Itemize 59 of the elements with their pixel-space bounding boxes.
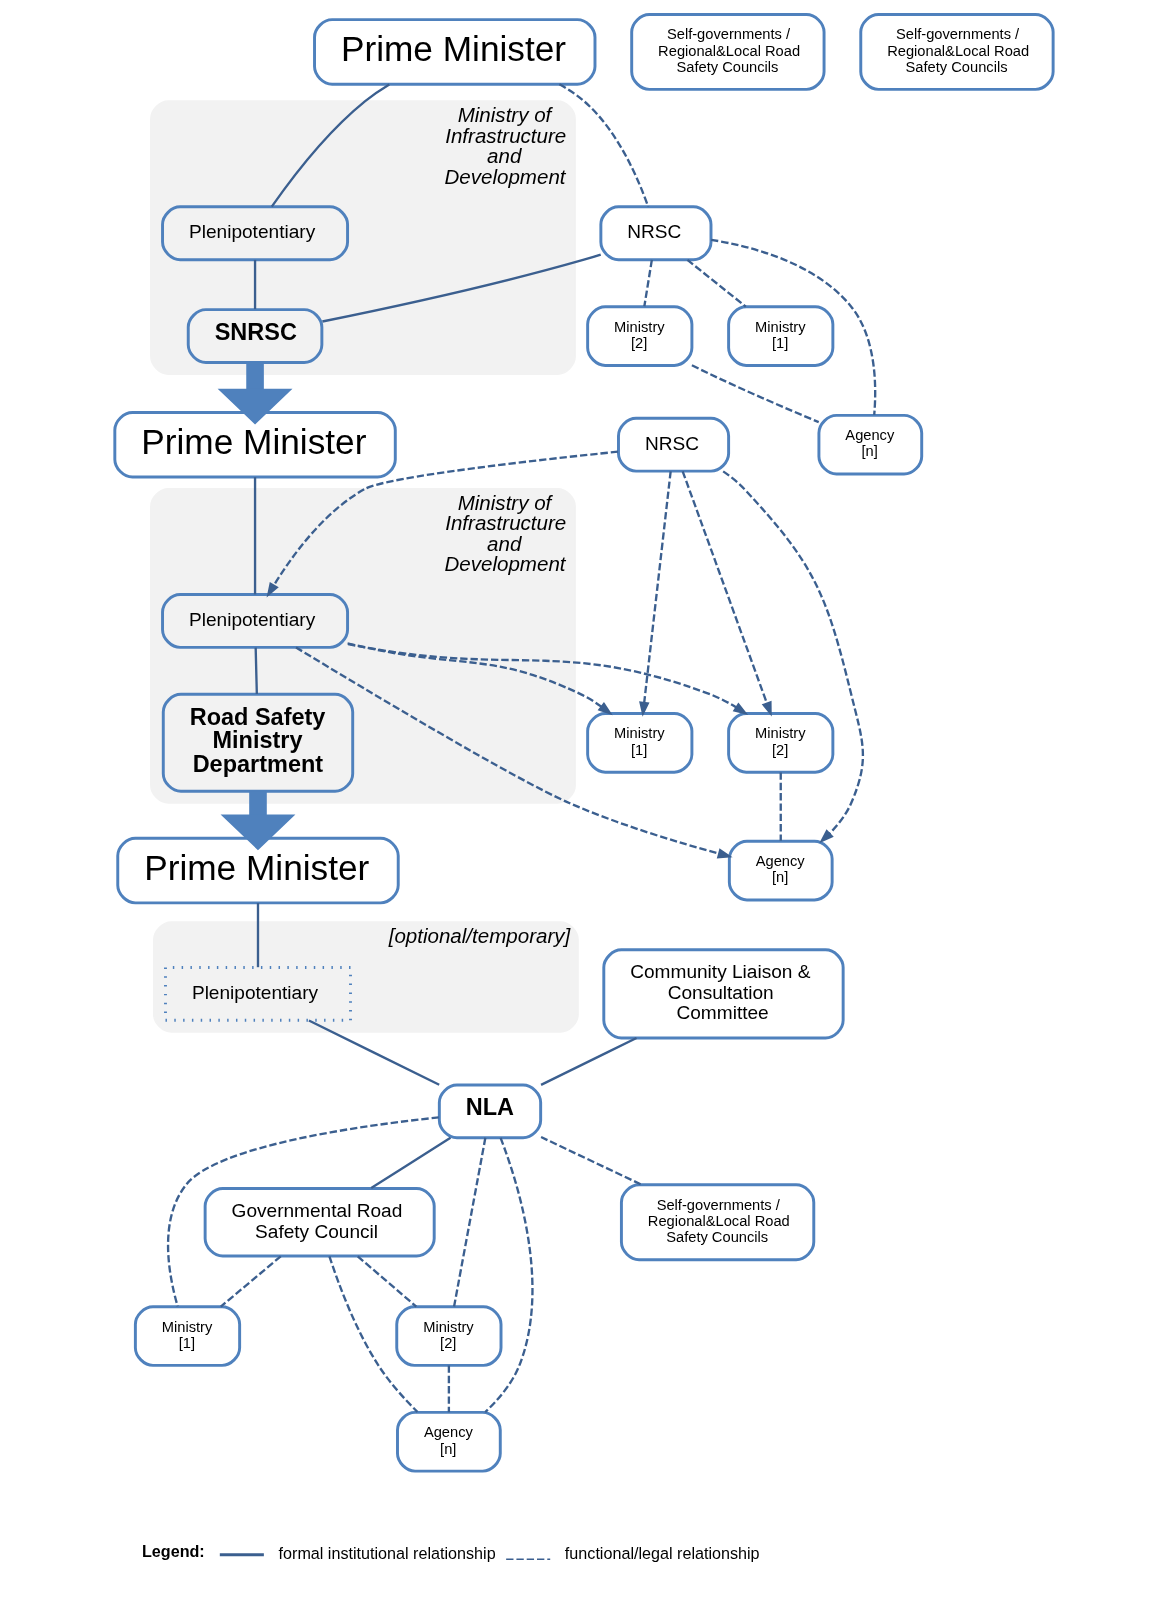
node-box: Self-governments / Regional&Local Road Safety Councils bbox=[858, 13, 1055, 91]
node-box: Road Safety Ministry Department bbox=[161, 692, 354, 793]
arrow bbox=[346, 642, 613, 716]
connector bbox=[270, 83, 390, 208]
node-box: Plenipotentiary bbox=[160, 593, 349, 649]
connector bbox=[483, 1137, 533, 1413]
connector bbox=[253, 259, 256, 310]
arrow bbox=[347, 642, 748, 715]
node-box: NLA bbox=[437, 1083, 542, 1140]
arrow bbox=[722, 470, 864, 844]
connector bbox=[327, 1255, 418, 1413]
connector bbox=[779, 772, 782, 841]
node-box: Plenipotentiary bbox=[163, 966, 352, 1022]
connector bbox=[540, 1135, 642, 1186]
arrow bbox=[294, 646, 733, 859]
connector bbox=[558, 83, 649, 208]
node-box: Community Liaison & Consultation Committee bbox=[601, 948, 845, 1040]
node-box: Ministry [2] bbox=[726, 711, 834, 774]
node-box: Prime Minister bbox=[115, 836, 400, 905]
node-box: SNRSC bbox=[186, 308, 323, 364]
node-box: Prime Minister bbox=[312, 18, 596, 86]
node-box: Self-governments / Regional&Local Road Safety Councils bbox=[619, 1183, 815, 1262]
node-box: Prime Minister bbox=[112, 410, 397, 479]
connector bbox=[307, 1019, 440, 1086]
arrow bbox=[266, 450, 618, 598]
node-box: Ministry [1] bbox=[133, 1305, 241, 1367]
connector bbox=[686, 259, 746, 308]
legend-label: formal institutional relationship bbox=[278, 1543, 496, 1562]
connector bbox=[690, 364, 819, 424]
connector bbox=[710, 238, 876, 415]
connector bbox=[256, 903, 259, 968]
connector bbox=[540, 1036, 637, 1086]
arrow bbox=[220, 791, 295, 851]
connector bbox=[321, 253, 601, 323]
connector bbox=[253, 477, 256, 595]
node-box: Self-governments / Regional&Local Road Safety Councils bbox=[629, 13, 826, 91]
connector bbox=[447, 1365, 450, 1413]
connector bbox=[356, 1255, 417, 1308]
arrow bbox=[638, 471, 672, 717]
node-box: Agency [n] bbox=[727, 839, 834, 902]
label: Legend: bbox=[141, 1542, 205, 1561]
connector bbox=[452, 1137, 486, 1307]
node-box: Agency [n] bbox=[816, 413, 923, 476]
connector bbox=[254, 647, 258, 695]
node-box: Governmental Road Safety Council bbox=[203, 1187, 436, 1258]
node-box: Ministry [2] bbox=[585, 305, 693, 367]
arrow bbox=[217, 362, 292, 425]
connector bbox=[370, 1136, 451, 1190]
node-box: Plenipotentiary bbox=[160, 205, 349, 262]
node-box: Ministry [1] bbox=[585, 711, 693, 774]
node-box: Ministry [1] bbox=[726, 305, 834, 367]
legend-label: functional/legal relationship bbox=[564, 1543, 760, 1562]
node-box: NRSC bbox=[616, 416, 730, 473]
node-box: NRSC bbox=[598, 205, 712, 262]
node-box: Ministry [2] bbox=[394, 1305, 502, 1367]
node-box: Agency [n] bbox=[395, 1410, 502, 1473]
connector bbox=[642, 259, 653, 307]
connector bbox=[219, 1255, 281, 1308]
arrow bbox=[681, 470, 772, 717]
